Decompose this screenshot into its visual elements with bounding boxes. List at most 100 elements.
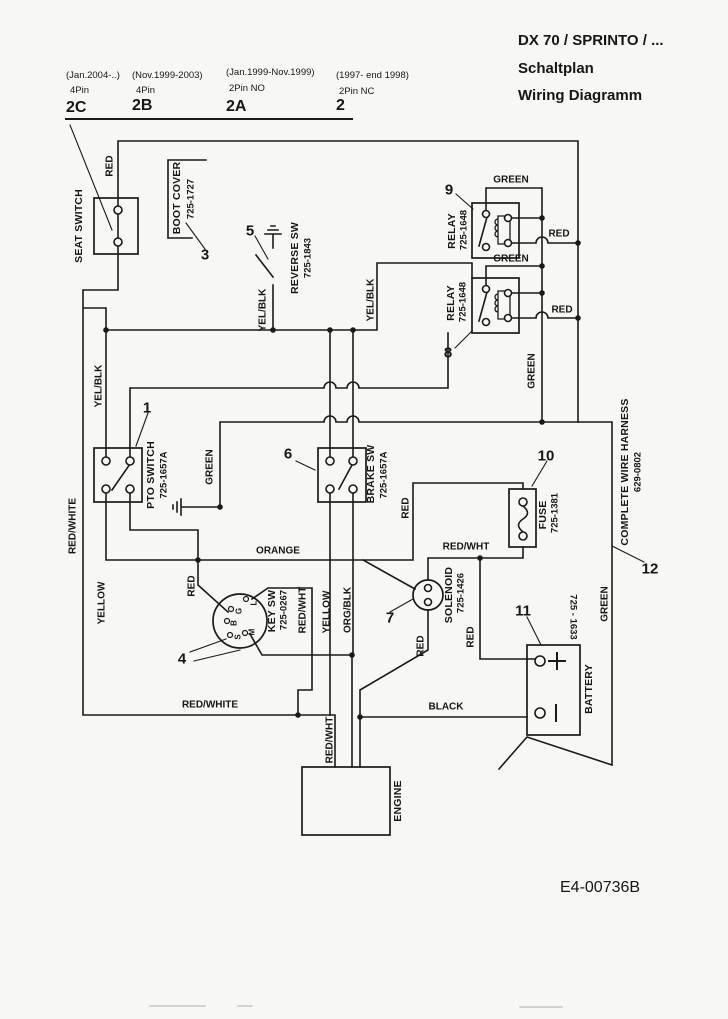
- pto-switch-label: PTO SWITCH: [145, 441, 157, 509]
- key-switch-body: [212, 593, 268, 649]
- version-2-pins: 4Pin: [136, 85, 156, 96]
- battery-label: BATTERY: [583, 664, 595, 714]
- wire-pto-circuits: [105, 332, 524, 614]
- key-terminal-m: M: [247, 628, 257, 636]
- terminal-circles: [101, 205, 546, 719]
- key-terminal-l: L: [249, 600, 259, 606]
- wire-label-redwhite-left: RED/WHITE: [67, 497, 79, 555]
- version-4-pins: 2Pin NC: [339, 86, 375, 97]
- wire-label-red-solenoid: RED: [415, 635, 427, 657]
- page-title: DX 70 / SPRINTO / ...: [518, 32, 664, 49]
- key-switch-terminals: [223, 595, 250, 639]
- title-wiring: Wiring Diagramm: [518, 87, 643, 104]
- wire-label-yellow-mid: YELLOW: [321, 590, 333, 634]
- title-schaltplan: Schaltplan: [518, 60, 594, 77]
- solenoid-label: SOLENOID: [443, 566, 455, 624]
- relay-top-label: RELAY: [446, 213, 458, 249]
- key-terminal-b: B: [229, 620, 239, 626]
- brake-switch-part: 725-1657A: [378, 451, 390, 499]
- callout-8: 8: [443, 344, 453, 362]
- switch-blades: [110, 213, 488, 492]
- relay-top-part: 725-1648: [458, 209, 470, 251]
- callout-3: 3: [200, 246, 210, 264]
- callout-12: 12: [641, 560, 659, 578]
- reverse-switch-part: 725-1843: [302, 237, 314, 279]
- seat-switch-label: SEAT SWITCH: [73, 189, 85, 263]
- wire-label-yelblk-reverse: YEL/BLK: [257, 288, 269, 332]
- callout-10: 10: [537, 447, 555, 465]
- wire-label-red-seat: RED: [104, 155, 116, 177]
- relay-coils: [494, 215, 511, 320]
- wire-reverse-switch: [254, 225, 282, 331]
- key-switch-label: KEY SW: [266, 589, 278, 633]
- wire-brake-columns: [329, 329, 354, 716]
- wire-solenoid-battery: [359, 546, 536, 768]
- wire-label-redwht-engine: RED/WHT: [324, 716, 336, 764]
- version-4-dates: (1997- end 1998): [336, 70, 409, 81]
- seat-switch-box: [93, 197, 139, 255]
- wire-top-bus: [117, 140, 613, 771]
- callout-7: 7: [385, 609, 395, 627]
- callout-9: 9: [444, 181, 454, 199]
- wire-label-red-relay9: RED: [548, 228, 570, 240]
- harness-label: COMPLETE WIRE HARNESS: [619, 398, 631, 546]
- engine-label: ENGINE: [392, 780, 404, 822]
- wire-label-yellow-left: YELLOW: [96, 581, 108, 625]
- pto-switch-box: [93, 447, 143, 503]
- version-3-code: 2A: [226, 98, 247, 115]
- key-switch-part: 725-0267: [278, 589, 290, 631]
- wire-label-red-fuse: RED: [400, 497, 412, 519]
- callout-4: 4: [177, 650, 187, 668]
- junction-dots: [103, 215, 581, 720]
- callout-leaders: [69, 124, 645, 662]
- fuse-element: [517, 504, 529, 534]
- solenoid-part: 725-1426: [455, 572, 467, 614]
- boot-cover-bracket: [167, 159, 207, 239]
- version-2-code: 2B: [132, 97, 153, 114]
- callout-6: 6: [283, 445, 293, 463]
- boot-cover-part: 725-1727: [185, 178, 197, 220]
- wire-label-red-relay8: RED: [551, 304, 573, 316]
- wire-label-green-battery: GREEN: [599, 586, 611, 622]
- solenoid-body: [412, 579, 444, 611]
- relay-top-box: [471, 202, 520, 259]
- pto-switch-part: 725-1657A: [158, 451, 170, 499]
- wire-relays: [485, 187, 579, 423]
- wire-label-red-battery: RED: [465, 626, 477, 648]
- wire-label-green-relay9: GREEN: [493, 174, 529, 186]
- battery-symbols: [548, 652, 566, 722]
- fuse-box: [508, 488, 537, 548]
- harness-part: 629-0802: [632, 451, 644, 493]
- version-2-dates: (Nov.1999-2003): [132, 70, 203, 81]
- battery-part: 725 - 1633: [567, 594, 579, 640]
- relay-bottom-part: 725-1648: [457, 281, 469, 323]
- version-3-dates: (Jan.1999-Nov.1999): [226, 67, 315, 78]
- version-1-dates: (Jan.2004-..): [66, 70, 120, 81]
- key-terminal-s: S: [233, 634, 243, 640]
- relay-bottom-label: RELAY: [445, 285, 457, 321]
- wire-label-red-key: RED: [186, 575, 198, 597]
- version-4-code: 2: [336, 97, 345, 114]
- battery-box: [526, 644, 581, 736]
- wire-label-green-pto: GREEN: [204, 449, 216, 485]
- fuse-part: 725-1381: [549, 492, 561, 534]
- engine-box: [301, 766, 391, 836]
- wire-label-redwht-solenoid: RED/WHT: [442, 541, 490, 553]
- wire-label-black: BLACK: [428, 701, 464, 713]
- wire-left-bus: [82, 245, 336, 768]
- wire-ground-green: [172, 415, 579, 516]
- brake-switch-label: BRAKE SW: [365, 444, 377, 504]
- fuse-label: FUSE: [537, 500, 549, 530]
- relay-bottom-box: [471, 277, 520, 334]
- callout-5: 5: [245, 222, 255, 240]
- wire-label-yelblk-left: YEL/BLK: [93, 364, 105, 408]
- version-3-pins: 2Pin NO: [229, 83, 265, 94]
- scan-artifacts: [149, 1005, 563, 1008]
- wire-label-green-relay8: GREEN: [493, 253, 529, 265]
- brake-switch-box: [317, 447, 367, 503]
- doc-number: E4-00736B: [560, 879, 641, 896]
- wire-label-redwhite-bottom: RED/WHITE: [181, 699, 239, 711]
- wire-label-orange: ORANGE: [256, 545, 300, 557]
